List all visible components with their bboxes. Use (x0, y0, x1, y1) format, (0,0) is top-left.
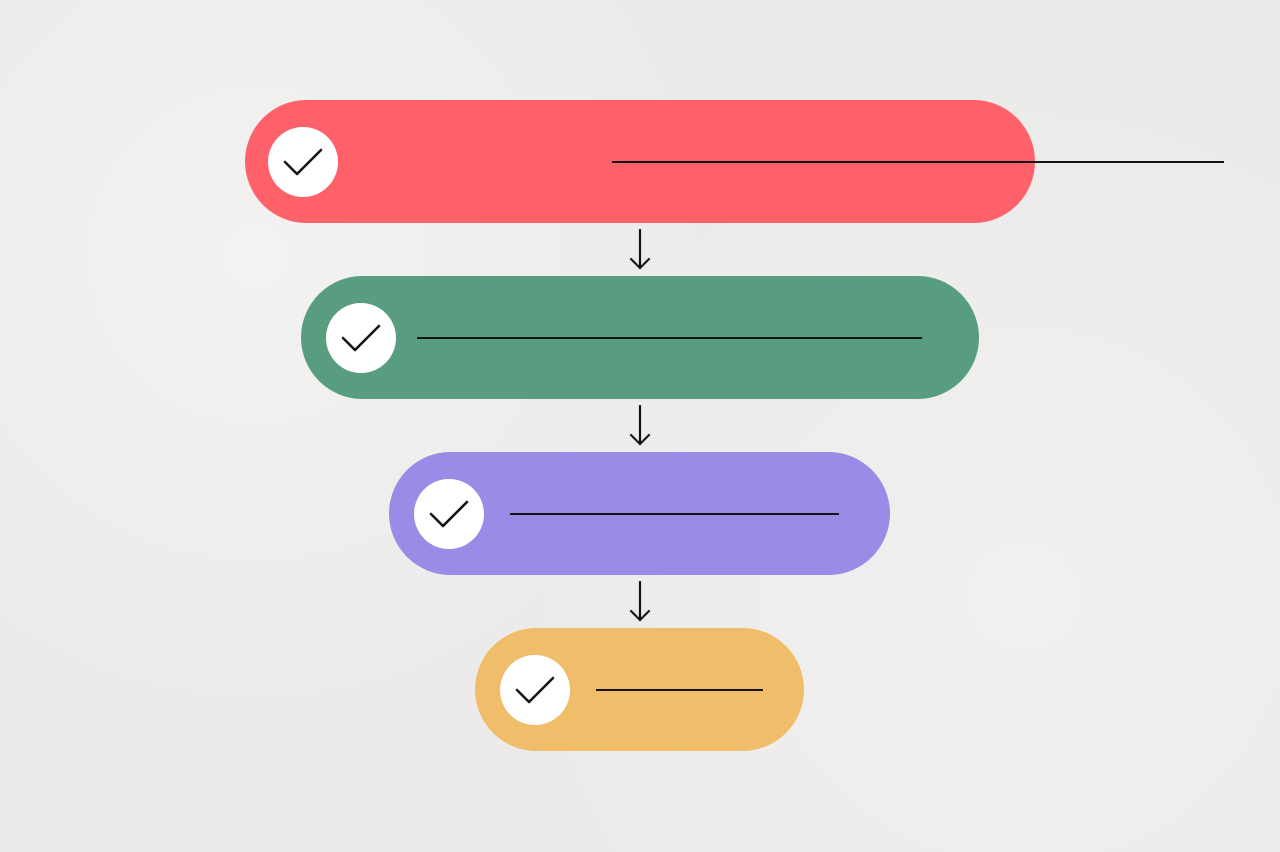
funnel-step-2 (301, 276, 979, 399)
placeholder-text-line (510, 512, 839, 515)
check-icon (515, 676, 555, 703)
check-icon (283, 148, 323, 175)
check-badge (268, 126, 338, 197)
check-icon (429, 500, 469, 527)
check-badge (500, 654, 570, 725)
check-icon (341, 324, 381, 351)
funnel-step-1 (245, 100, 1224, 223)
placeholder-text-line (417, 336, 922, 339)
check-badge (414, 478, 484, 549)
arrow-down-icon (628, 404, 652, 448)
placeholder-text-line (596, 688, 763, 691)
funnel-step-3 (389, 452, 890, 575)
arrow-down-icon (628, 228, 652, 272)
funnel-step-4 (475, 628, 804, 751)
placeholder-text-line (612, 160, 1224, 163)
check-badge (326, 302, 396, 373)
arrow-down-icon (628, 580, 652, 624)
